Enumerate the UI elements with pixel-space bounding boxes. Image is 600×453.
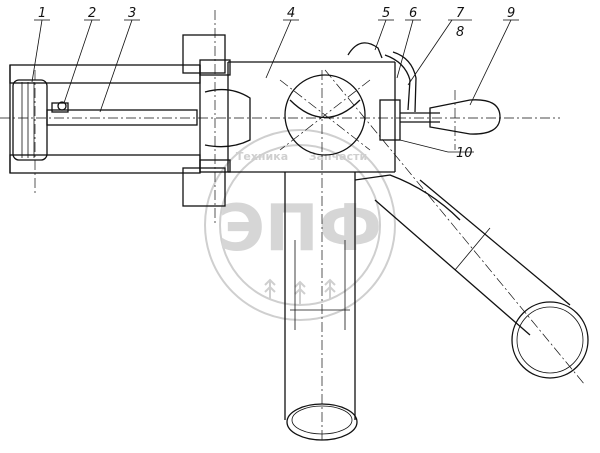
rod: [46, 101, 198, 126]
callout-4: 4: [287, 6, 295, 21]
handle: [400, 99, 501, 135]
diagonal-pipe: [354, 174, 589, 379]
piston: [12, 79, 48, 161]
callout-6: 6: [409, 6, 417, 21]
callout-1: 1: [38, 6, 46, 21]
flange: [182, 34, 231, 207]
watermark-ring-right: Запчасти: [309, 150, 367, 163]
callout-10: 10: [456, 146, 473, 161]
callout-2: 2: [88, 6, 96, 21]
watermark-ring: [204, 129, 396, 321]
wheat-icon: [264, 278, 336, 305]
watermark-text: ЭПФ: [218, 192, 382, 266]
callout-5: 5: [382, 6, 390, 21]
rotor: [284, 74, 366, 156]
callout-7: 7: [456, 6, 465, 21]
callout-8: 8: [456, 25, 464, 40]
top-clip: [347, 42, 417, 113]
callout-9: 9: [507, 6, 515, 21]
callout-3: 3: [128, 6, 136, 21]
center-lines: [0, 10, 586, 440]
callout-labels: 1 2 3 4 5 6 7 8 9 10: [38, 6, 515, 161]
left-cylinder: [9, 64, 201, 174]
valve-body: [204, 61, 401, 173]
leader-lines: [31, 19, 519, 153]
watermark-ring-left: Техника: [236, 150, 288, 163]
watermark-logo: ЭПФ Техника Запчасти: [204, 129, 396, 321]
